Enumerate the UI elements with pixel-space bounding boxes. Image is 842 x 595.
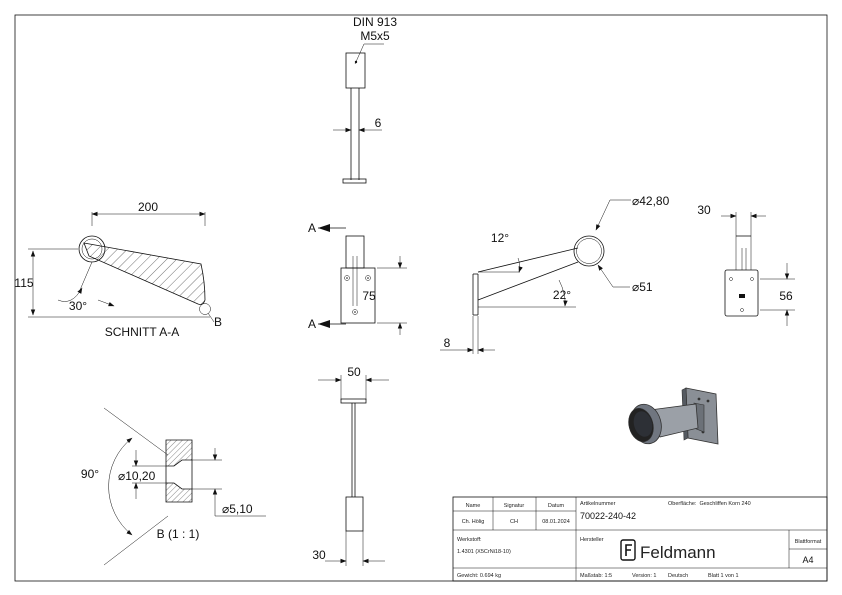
tb-material-label: Werkstoff: [457, 537, 482, 543]
dim-30-rear: 30 [697, 203, 711, 217]
dim-22deg: 22° [553, 288, 571, 302]
dim-12deg: 12° [491, 231, 509, 245]
tb-article-number: 70022-240-42 [580, 511, 636, 521]
top-view: DIN 913 M5x5 6 [333, 15, 397, 184]
tb-sheet: Blatt 1 von 1 [708, 573, 739, 579]
section-caption: SCHNITT A-A [105, 325, 179, 339]
dim-51-value: 51 [639, 280, 653, 294]
tb-article-label: Artikelnummer [580, 501, 616, 507]
tb-format-value: A4 [802, 555, 813, 565]
tb-signatur-value: CH [510, 519, 518, 525]
tb-surface-label: Oberfläche: [668, 501, 697, 507]
tb-language: Deutsch [668, 573, 688, 579]
brand-logo: Feldmann [620, 539, 716, 562]
tb-maker-label: Hersteller [580, 537, 604, 543]
tb-col-signatur: Signatur [504, 503, 525, 509]
section-a-a: B 200 115 30° SCHNITT A-A [14, 200, 222, 339]
dim-50: 50 [347, 365, 361, 379]
dim-30-bottom: 30 [312, 548, 326, 562]
section-arrow-a-top: A [308, 221, 316, 235]
bottom-view: 50 30 [312, 365, 389, 566]
dim-90deg: 90° [81, 467, 99, 481]
tb-version: Version: 1 [632, 573, 656, 579]
dim-1020-value: 10,20 [125, 469, 155, 483]
tb-format-label: Blattformat [795, 539, 822, 545]
section-arrow-a-bottom: A [308, 317, 316, 331]
side-view: 12° 22° ⌀42,80 ⌀51 8 [440, 194, 670, 354]
logo-mark-icon [620, 539, 636, 561]
logo-f-icon [625, 544, 632, 556]
dim-diameter-42-80: ⌀42,80 [632, 194, 670, 208]
dim-30deg: 30° [69, 299, 87, 313]
title-block: Name Signatur Datum Ch. Hölig CH 08.01.2… [452, 496, 828, 582]
tb-material-value: 1.4301 (X5CrNi18-10) [457, 549, 511, 555]
detail-b-label: B [214, 315, 222, 329]
tb-name-value: Ch. Hölig [462, 519, 485, 525]
dim-4280-value: 42,80 [639, 194, 669, 208]
dim-6: 6 [375, 116, 382, 130]
dim-diameter-51: ⌀51 [632, 280, 653, 294]
dim-75: 75 [362, 289, 376, 303]
drawing-frame [14, 14, 828, 582]
dim-510-value: 5,10 [229, 502, 253, 516]
dim-8: 8 [444, 336, 451, 350]
dim-diameter-10-20: ⌀10,20 [118, 469, 156, 483]
dim-200: 200 [138, 200, 158, 214]
tb-scale: Maßstab: 1:5 [580, 573, 612, 579]
thread-spec-line1: DIN 913 [353, 15, 397, 29]
thread-spec-line2: M5x5 [360, 29, 390, 43]
brand-name: Feldmann [640, 543, 716, 562]
tb-weight: Gewicht: 0.694 kg [457, 573, 501, 579]
tb-col-name: Name [466, 503, 481, 509]
dim-56: 56 [779, 289, 793, 303]
iso-render [628, 387, 719, 445]
rear-view: 30 56 [697, 203, 795, 326]
front-view: A A 75 [308, 221, 407, 335]
tb-datum-value: 08.01.2024 [542, 519, 570, 525]
tb-surface: Oberfläche:Geschliffen Korn 240 [668, 501, 751, 507]
dim-diameter-5-10: ⌀5,10 [222, 502, 253, 516]
tb-surface-value: Geschliffen Korn 240 [699, 501, 750, 507]
tb-col-datum: Datum [548, 503, 565, 509]
detail-b: 90° ⌀10,20 ⌀5,10 B (1 : 1) [81, 407, 266, 566]
detail-caption: B (1 : 1) [157, 527, 200, 541]
dim-115: 115 [14, 276, 33, 290]
